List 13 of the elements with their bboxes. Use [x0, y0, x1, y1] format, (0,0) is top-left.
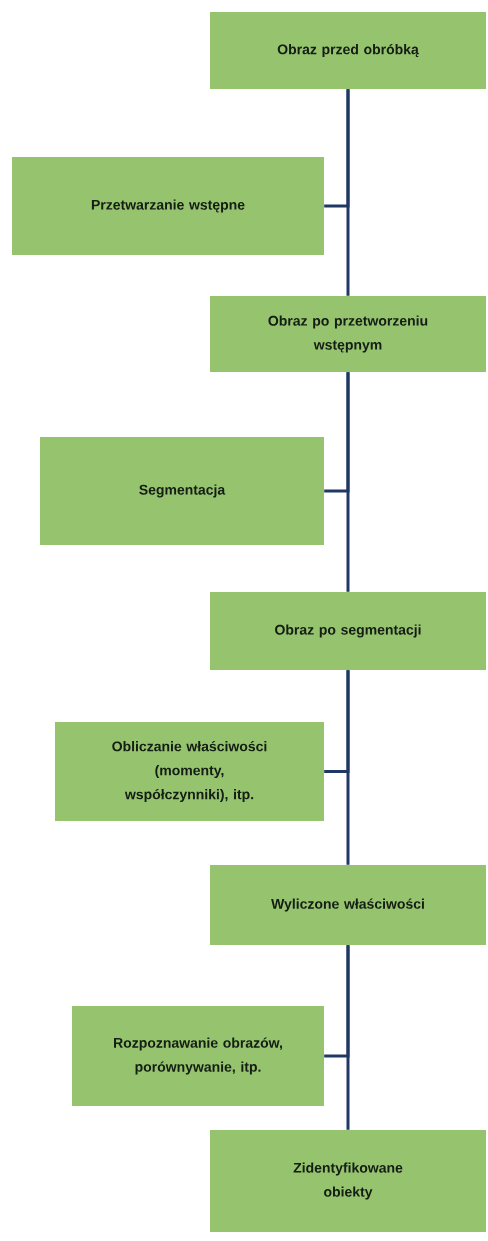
step-box: Wyliczone właściwości: [210, 865, 486, 945]
step-box: Zidentyfikowane obiekty: [210, 1130, 486, 1232]
step-box: Obraz po segmentacji: [210, 592, 486, 670]
step-box: Obraz przed obróbką: [210, 12, 486, 89]
connector-line: [346, 670, 350, 865]
process-box: Segmentacja: [40, 437, 324, 545]
process-box: Przetwarzanie wstępne: [12, 157, 324, 255]
connector-line: [346, 945, 350, 1130]
process-box: Rozpoznawanie obrazów, porównywanie, itp.: [72, 1006, 324, 1106]
connector-line: [346, 372, 350, 592]
connector-line: [346, 89, 350, 296]
process-box: Obliczanie właściwości (momenty, współczynniki), itp.: [55, 722, 324, 821]
step-box: Obraz po przetworzeniu wstępnym: [210, 296, 486, 372]
